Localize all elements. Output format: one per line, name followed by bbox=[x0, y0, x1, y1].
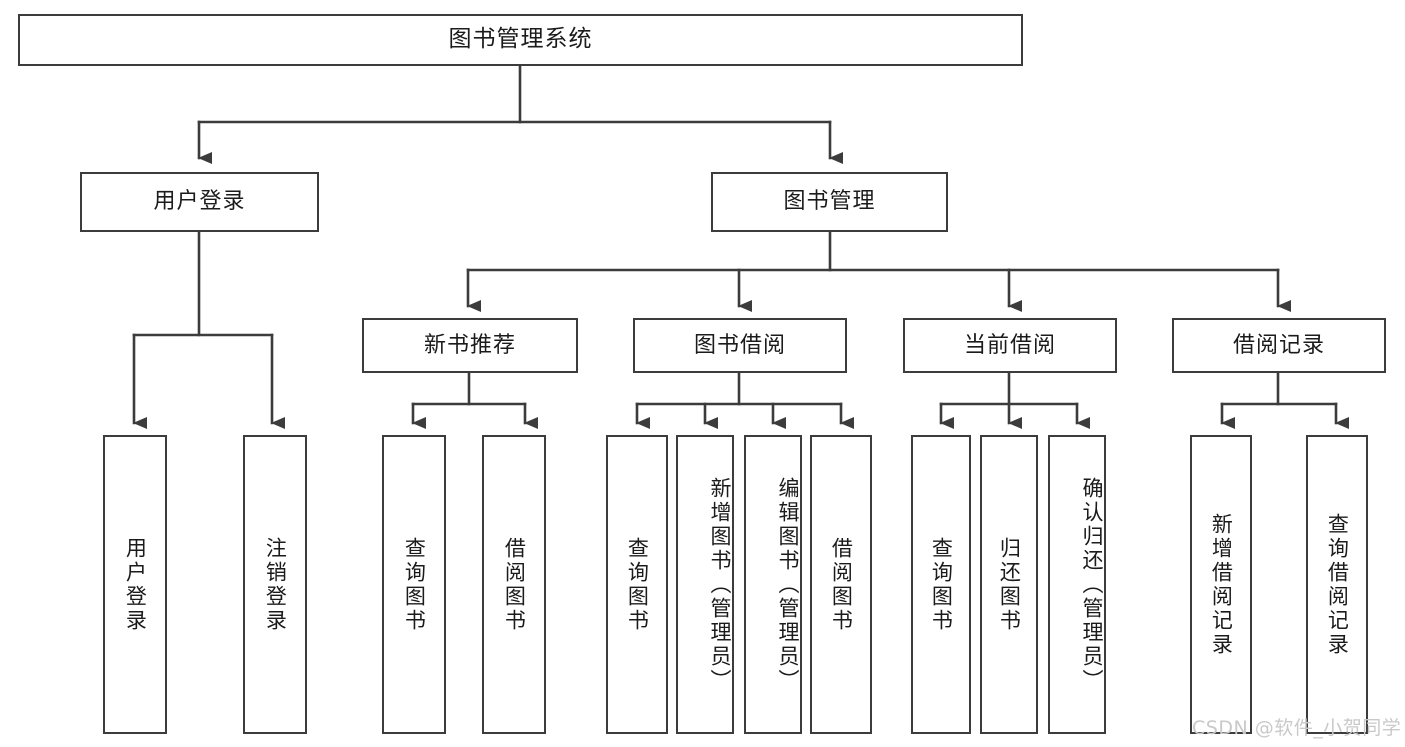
node-label: 确认归还（管理员） bbox=[1080, 476, 1104, 693]
leaf-borrow-borrow-book[interactable]: 借阅图书 bbox=[810, 435, 872, 734]
csdn-watermark: CSDN @软件_小贺同学 bbox=[1192, 717, 1402, 739]
node-label: 注销登录 bbox=[263, 536, 288, 633]
node-label: 借阅图书 bbox=[829, 536, 854, 633]
node-label: 查询图书 bbox=[625, 536, 650, 633]
node-label: 借阅图书 bbox=[502, 536, 527, 633]
node-book-management[interactable]: 图书管理 bbox=[711, 172, 948, 232]
leaf-new-book-query[interactable]: 查询图书 bbox=[382, 435, 446, 734]
leaf-borrow-add-book-admin[interactable]: 新增图书（管理员） bbox=[676, 435, 734, 734]
leaf-new-book-borrow[interactable]: 借阅图书 bbox=[482, 435, 546, 734]
node-user-login[interactable]: 用户登录 bbox=[80, 172, 319, 232]
node-label: 借阅记录 bbox=[1232, 332, 1325, 358]
node-label: 图书借阅 bbox=[693, 332, 786, 358]
node-new-book-recommend[interactable]: 新书推荐 bbox=[362, 318, 578, 373]
leaf-borrow-edit-book-admin[interactable]: 编辑图书（管理员） bbox=[744, 435, 802, 734]
leaf-record-query-record[interactable]: 查询借阅记录 bbox=[1306, 435, 1368, 734]
node-borrow-record[interactable]: 借阅记录 bbox=[1172, 318, 1386, 373]
leaf-current-confirm-return-admin[interactable]: 确认归还（管理员） bbox=[1048, 435, 1106, 734]
leaf-user-login-logout[interactable]: 注销登录 bbox=[243, 435, 307, 734]
node-current-borrow[interactable]: 当前借阅 bbox=[903, 318, 1117, 373]
node-label: 当前借阅 bbox=[963, 332, 1056, 358]
node-book-borrow[interactable]: 图书借阅 bbox=[633, 318, 847, 373]
leaf-user-login-login[interactable]: 用户登录 bbox=[103, 435, 167, 734]
node-label: 归还图书 bbox=[997, 536, 1022, 633]
node-label: 新增图书（管理员） bbox=[708, 476, 732, 693]
node-label: 查询借阅记录 bbox=[1325, 512, 1350, 657]
node-label: 图书管理 bbox=[783, 189, 876, 215]
node-label: 用户登录 bbox=[153, 189, 246, 215]
node-label: 图书管理系统 bbox=[448, 26, 593, 53]
leaf-borrow-query-book[interactable]: 查询图书 bbox=[606, 435, 668, 734]
node-label: 查询图书 bbox=[929, 536, 954, 633]
node-label: 查询图书 bbox=[402, 536, 427, 633]
leaf-current-query-book[interactable]: 查询图书 bbox=[911, 435, 971, 734]
leaf-record-add-record[interactable]: 新增借阅记录 bbox=[1190, 435, 1252, 734]
node-label: 新增借阅记录 bbox=[1209, 512, 1234, 657]
node-root-library-system[interactable]: 图书管理系统 bbox=[18, 14, 1023, 66]
node-label: 用户登录 bbox=[123, 536, 148, 633]
leaf-current-return-book[interactable]: 归还图书 bbox=[980, 435, 1038, 734]
node-label: 新书推荐 bbox=[423, 332, 516, 358]
node-label: 编辑图书（管理员） bbox=[776, 476, 800, 693]
